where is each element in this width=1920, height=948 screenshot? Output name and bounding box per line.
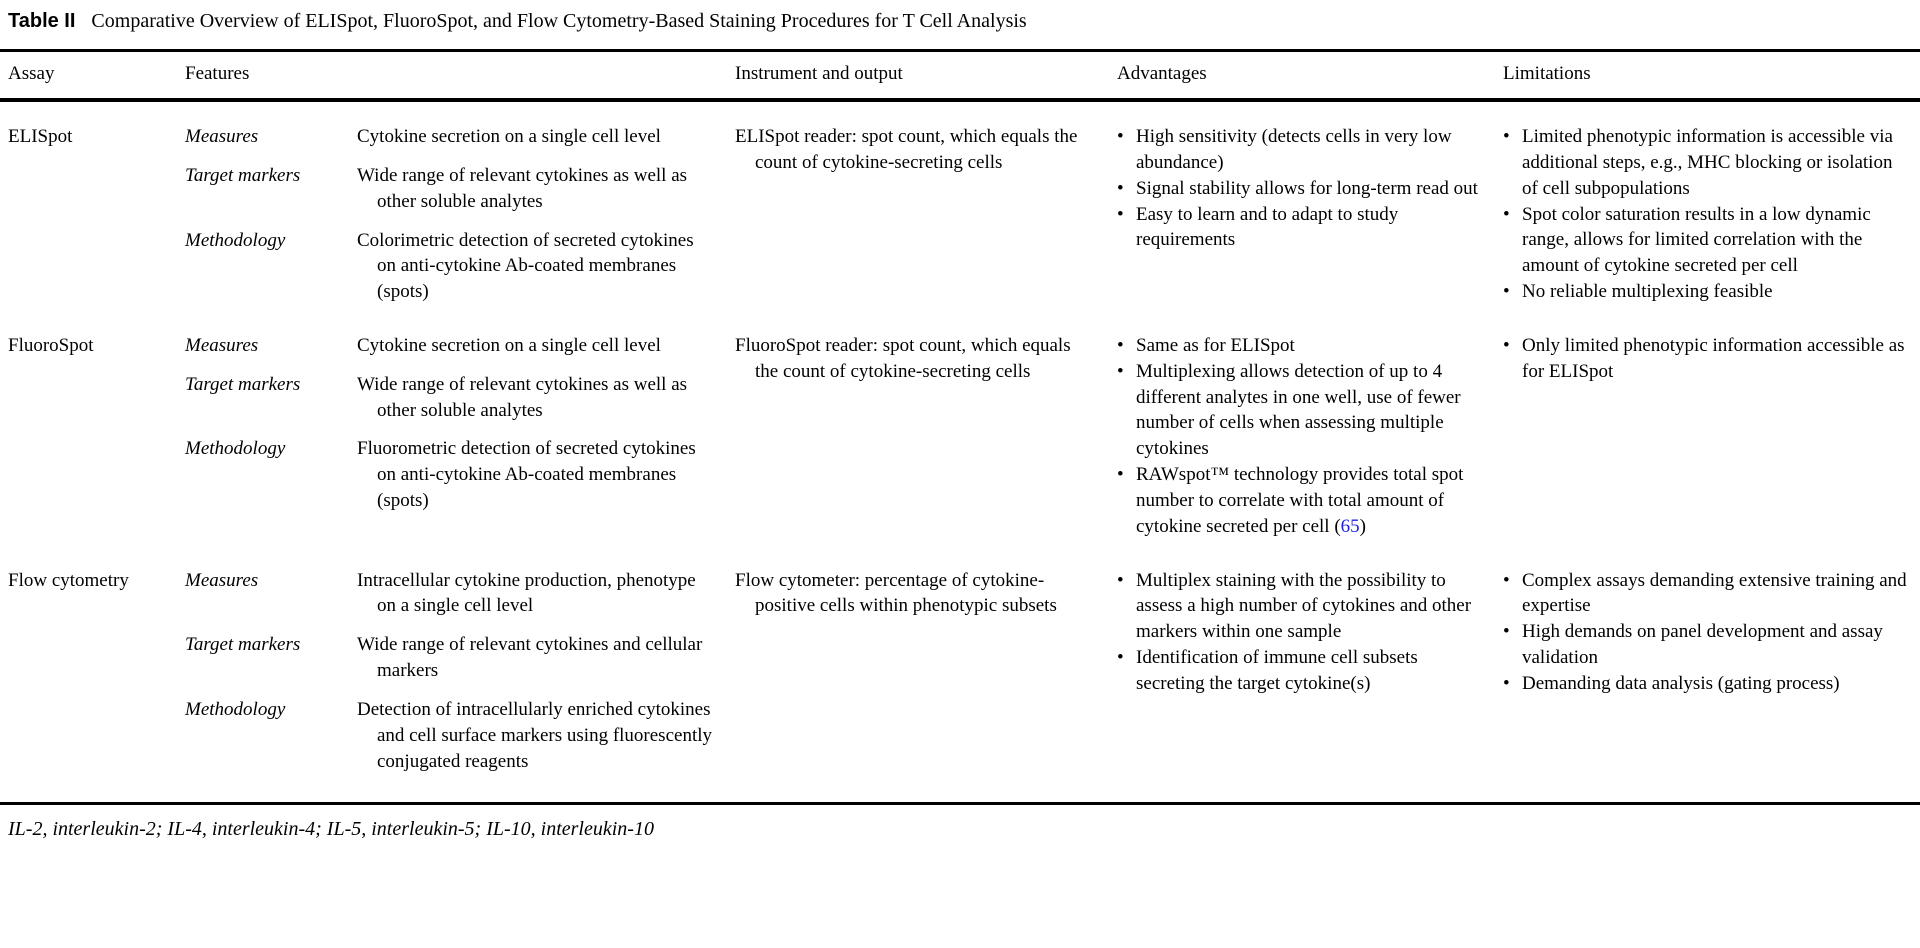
feature-label: Target markers [185,373,301,395]
bullet-icon: • [1503,280,1510,302]
list-item: • Multiplex staining with the possibilit… [1117,568,1483,645]
feature-value: Wide range of relevant cytokines and cel… [357,634,703,682]
feature-label: Target markers [185,634,301,656]
table-row-fluorospot: FluoroSpot Measures Cytokine secretion o… [0,333,1920,540]
advantage-text: Easy to learn and to adapt to study requ… [1136,203,1399,251]
limitation-text: Demanding data analysis (gating process) [1522,672,1840,694]
feature-value: Fluorometric detection of secreted cytok… [357,438,696,512]
bullet-icon: • [1503,621,1510,643]
bullet-icon: • [1117,334,1124,356]
advantage-text: Multiplexing allows detection of up to 4… [1136,360,1461,460]
advantage-text-post: ) [1359,515,1366,537]
advantage-text-pre: RAWspot™ technology provides total spot … [1136,464,1464,537]
advantages-list: • High sensitivity (detects cells in ver… [1109,124,1495,253]
col-header-limitations: Limitations [1503,63,1591,85]
advantage-text: High sensitivity (detects cells in very … [1136,126,1452,173]
table-caption: Table II Comparative Overview of ELISpot,… [0,8,1920,35]
citation-link[interactable]: 65 [1340,515,1360,537]
list-item: • Complex assays demanding extensive tra… [1503,568,1908,620]
feature-value: Detection of intracellularly enriched cy… [357,698,713,772]
feature-label: Methodology [185,229,286,251]
col-header-assay: Assay [8,63,55,85]
instrument-output: ELISpot reader: spot count, which equals… [735,126,1078,173]
advantages-list: • Multiplex staining with the possibilit… [1109,568,1495,697]
feature-label: Target markers [185,164,301,186]
limitations-list: • Complex assays demanding extensive tra… [1495,568,1920,697]
bullet-icon: • [1117,464,1124,486]
table-body: ELISpot Measures Cytokine secretion on a… [0,102,1920,774]
bullet-icon: • [1117,647,1124,669]
header-row: Assay Features Instrument and output Adv… [0,52,1920,98]
list-item: • Same as for ELISpot [1117,333,1483,359]
list-item: • No reliable multiplexing feasible [1503,279,1908,305]
limitation-text: High demands on panel development and as… [1522,621,1883,669]
limitations-list: • Only limited phenotypic information ac… [1495,333,1920,385]
col-header-advantages: Advantages [1117,63,1207,85]
bullet-icon: • [1117,177,1124,199]
list-item: • Only limited phenotypic information ac… [1503,333,1908,385]
bullet-icon: • [1503,203,1510,225]
limitations-list: • Limited phenotypic information is acce… [1495,124,1920,305]
feature-label: Methodology [185,438,286,460]
bullet-icon: • [1503,334,1510,356]
assay-name: Flow cytometry [8,569,129,591]
feature-value: Wide range of relevant cytokines as well… [357,164,688,212]
feature-label: Methodology [185,698,286,720]
limitation-text: No reliable multiplexing feasible [1522,280,1773,302]
features-group: Measures Cytokine secretion on a single … [177,333,727,514]
limitation-text: Limited phenotypic information is access… [1522,126,1893,199]
bullet-icon: • [1117,569,1124,591]
top-rule [0,49,1920,53]
advantage-text: Multiplex staining with the possibility … [1136,569,1472,643]
bullet-icon: • [1503,569,1510,591]
page-title: Comparative Overview of ELISpot, FluoroS… [91,10,1027,32]
limitation-text: Only limited phenotypic information acce… [1522,334,1905,382]
assay-name: FluoroSpot [8,334,94,356]
footnote: IL-2, interleukin-2; IL-4, interleukin-4… [8,818,654,841]
feature-label: Measures [185,334,259,356]
advantage-text: Same as for ELISpot [1136,334,1295,356]
table-row-elispot: ELISpot Measures Cytokine secretion on a… [0,124,1920,305]
bullet-icon: • [1117,360,1124,382]
list-item: • RAWspot™ technology provides total spo… [1117,462,1483,539]
advantage-text: Identification of immune cell subsets se… [1136,647,1418,694]
limitation-text: Complex assays demanding extensive train… [1522,569,1907,617]
feature-value: Cytokine secretion on a single cell leve… [357,126,661,148]
list-item: • Demanding data analysis (gating proces… [1503,671,1908,697]
table-label: Table II [8,10,76,32]
feature-value: Wide range of relevant cytokines as well… [357,373,688,421]
feature-label: Measures [185,126,259,148]
feature-value: Intracellular cytokine production, pheno… [357,569,696,617]
list-item: • Signal stability allows for long-term … [1117,176,1483,202]
table-row-flow-cytometry: Flow cytometry Measures Intracellular cy… [0,568,1920,775]
col-header-features: Features [185,63,250,85]
features-group: Measures Intracellular cytokine producti… [177,568,727,775]
col-header-instrument: Instrument and output [735,63,903,85]
list-item: • Multiplexing allows detection of up to… [1117,359,1483,462]
table-figure: Table II Comparative Overview of ELISpot,… [0,8,1920,841]
instrument-output: Flow cytometer: percentage of cytokine-p… [735,569,1057,617]
list-item: • Spot color saturation results in a low… [1503,202,1908,279]
instrument-output: FluoroSpot reader: spot count, which equ… [735,334,1071,382]
bottom-rule [0,802,1920,806]
list-item: • Limited phenotypic information is acce… [1503,124,1908,201]
bullet-icon: • [1503,672,1510,694]
assay-name: ELISpot [8,126,73,148]
list-item: • Easy to learn and to adapt to study re… [1117,202,1483,254]
features-group: Measures Cytokine secretion on a single … [177,124,727,305]
bullet-icon: • [1503,126,1510,148]
advantage-text: Signal stability allows for long-term re… [1136,177,1478,199]
list-item: • High sensitivity (detects cells in ver… [1117,124,1483,176]
header-rule [0,98,1920,103]
limitation-text: Spot color saturation results in a low d… [1522,203,1871,277]
bullet-icon: • [1117,203,1124,225]
advantages-list: • Same as for ELISpot • Multiplexing all… [1109,333,1495,540]
list-item: • Identification of immune cell subsets … [1117,645,1483,697]
feature-value: Colorimetric detection of secreted cytok… [357,229,694,303]
advantage-text: RAWspot™ technology provides total spot … [1136,462,1483,539]
bullet-icon: • [1117,126,1124,148]
feature-label: Measures [185,569,259,591]
feature-value: Cytokine secretion on a single cell leve… [357,334,661,356]
list-item: • High demands on panel development and … [1503,619,1908,671]
